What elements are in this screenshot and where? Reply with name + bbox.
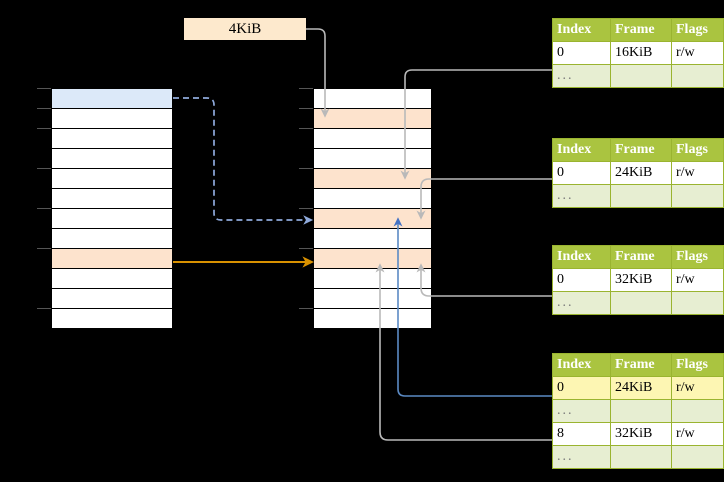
descriptor-table-3-cell-0-1: 32KiB (610, 268, 672, 292)
descriptor-table-4-cell-3-1 (610, 445, 672, 469)
descriptor-table-4-row-1[interactable]: ... (552, 399, 724, 423)
descriptor-table-4-cell-0-1: 24KiB (610, 376, 672, 400)
descriptor-table-3-cell-1-1 (610, 291, 672, 315)
descriptor-table-2-cell-1-0: ... (552, 184, 611, 208)
descriptor-table-4-header-0: Index (552, 353, 611, 377)
tick-mark (37, 128, 51, 129)
descriptor-table-3-cell-1-0: ... (552, 291, 611, 315)
descriptor-table-1-header-2: Flags (671, 18, 724, 42)
tick-mark (37, 248, 51, 249)
descriptor-table-1-header-1: Frame (610, 18, 672, 42)
descriptor-table-1-cell-0-0: 0 (552, 41, 611, 65)
descriptor-table-3-cell-0-2: r/w (671, 268, 724, 292)
descriptor-table-2-cell-0-0: 0 (552, 161, 611, 185)
tick-mark (37, 308, 51, 309)
descriptor-table-4-row-3[interactable]: ... (552, 445, 724, 469)
tick-mark (37, 208, 51, 209)
descriptor-table-1-header-0: Index (552, 18, 611, 42)
directory-entry-row-11[interactable] (51, 308, 173, 329)
tick-mark (37, 168, 51, 169)
descriptor-table-4-cell-2-2: r/w (671, 422, 724, 446)
descriptor-table-1-cell-0-1: 16KiB (610, 41, 672, 65)
descriptor-table-1-cell-1-1 (610, 64, 672, 88)
descriptor-table-1-cell-1-0: ... (552, 64, 611, 88)
descriptor-table-3-row-1[interactable]: ... (552, 291, 724, 315)
descriptor-table-4-cell-3-0: ... (552, 445, 611, 469)
descriptor-table-4-cell-1-0: ... (552, 399, 611, 423)
descriptor-table-4-header-2: Flags (671, 353, 724, 377)
descriptor-table-4-cell-1-1 (610, 399, 672, 423)
descriptor-table-4-cell-3-2 (671, 445, 724, 469)
descriptor-table-4-cell-0-2: r/w (671, 376, 724, 400)
tick-mark (37, 108, 51, 109)
descriptor-table-2-header-1: Frame (610, 138, 672, 162)
descriptor-table-4-cell-1-2 (671, 399, 724, 423)
page-directory-column (51, 88, 173, 329)
descriptor-table-4-cell-0-0: 0 (552, 376, 611, 400)
tick-mark (37, 88, 51, 89)
descriptor-table-4-cell-2-0: 8 (552, 422, 611, 446)
tick-mark (299, 248, 313, 249)
descriptor-table-2-header-2: Flags (671, 138, 724, 162)
descriptor-table-2-cell-0-1: 24KiB (610, 161, 672, 185)
descriptor-table-1-row-1[interactable]: ... (552, 64, 724, 88)
descriptor-table-2-cell-1-1 (610, 184, 672, 208)
size-label-4kib: 4KiB (184, 18, 306, 40)
descriptor-table-4-header-1: Frame (610, 353, 672, 377)
descriptor-table-3-header-1: Frame (610, 245, 672, 269)
descriptor-table-1-cell-1-2 (671, 64, 724, 88)
descriptor-table-2-cell-0-2: r/w (671, 161, 724, 185)
tick-mark (299, 308, 313, 309)
descriptor-table-1-cell-0-2: r/w (671, 41, 724, 65)
descriptor-table-3-header-2: Flags (671, 245, 724, 269)
descriptor-table-4-cell-2-1: 32KiB (610, 422, 672, 446)
descriptor-table-3-cell-0-0: 0 (552, 268, 611, 292)
descriptor-table-2-header-0: Index (552, 138, 611, 162)
descriptor-table-2-row-1[interactable]: ... (552, 184, 724, 208)
descriptor-table-3-cell-1-2 (671, 291, 724, 315)
descriptor-table-2-cell-1-2 (671, 184, 724, 208)
descriptor-table-3-header-0: Index (552, 245, 611, 269)
